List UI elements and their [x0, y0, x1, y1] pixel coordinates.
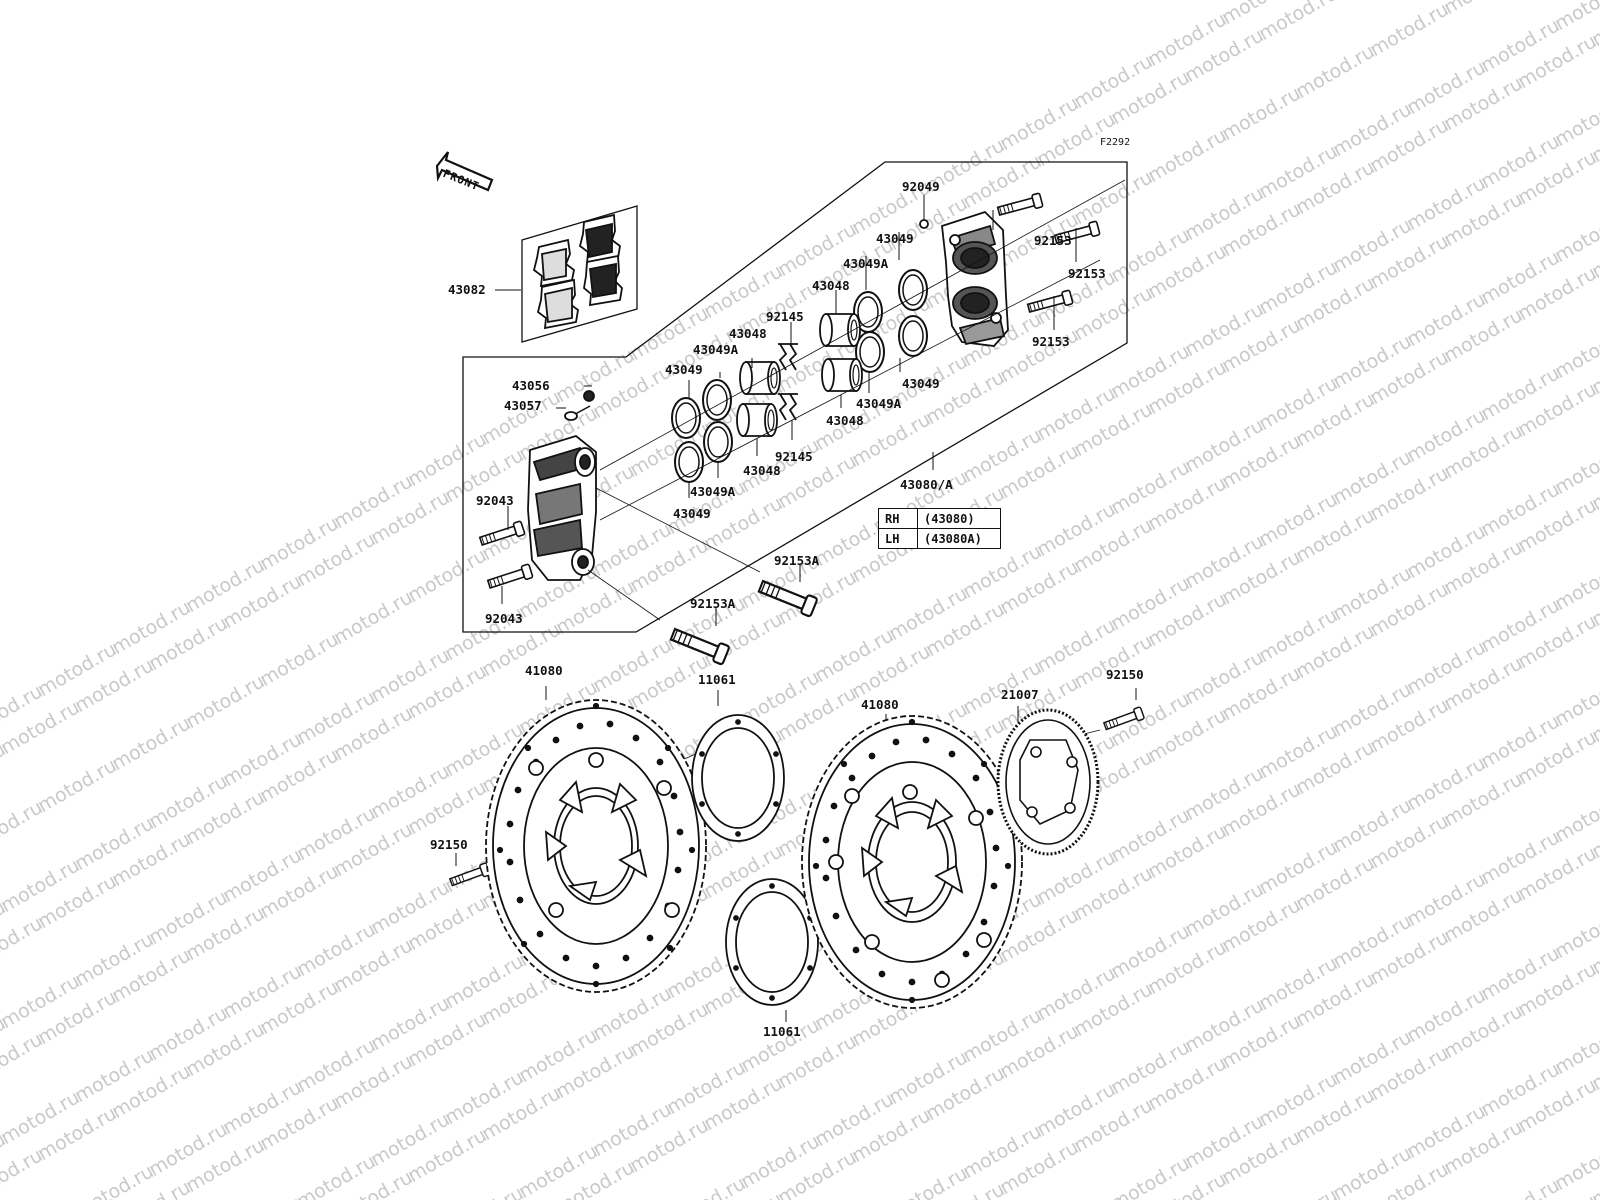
- part-label[interactable]: 92145: [775, 449, 813, 464]
- front-arrow-icon: [435, 151, 494, 192]
- variant-table: RH (43080) LH (43080A): [878, 508, 1001, 549]
- part-label[interactable]: 11061: [698, 672, 736, 687]
- part-label[interactable]: 92150: [1106, 667, 1144, 682]
- part-label[interactable]: 43049A: [690, 484, 736, 499]
- disc-gasket-icon: [691, 714, 819, 1006]
- part-label[interactable]: 92153: [1034, 233, 1072, 248]
- part-label[interactable]: 11061: [763, 1024, 801, 1039]
- brake-pads-box: [521, 205, 638, 343]
- brake-disc-left-icon: [485, 699, 707, 993]
- part-label[interactable]: 41080: [861, 697, 899, 712]
- part-label[interactable]: 43082: [448, 282, 486, 297]
- part-label[interactable]: 43048: [743, 463, 781, 478]
- caliper-left-half: [527, 390, 597, 581]
- part-label[interactable]: 41080: [525, 663, 563, 678]
- part-label[interactable]: 43048: [826, 413, 864, 428]
- part-label[interactable]: 43049A: [856, 396, 902, 411]
- part-label[interactable]: 21007: [1001, 687, 1039, 702]
- part-label[interactable]: 43049: [665, 362, 703, 377]
- part-label[interactable]: 92043: [485, 611, 523, 626]
- part-label[interactable]: 43049: [876, 231, 914, 246]
- variant-side: RH: [878, 508, 918, 529]
- brake-pads-icon: [532, 213, 623, 330]
- part-label[interactable]: 92043: [476, 493, 514, 508]
- part-label[interactable]: 43049A: [843, 256, 889, 271]
- part-label[interactable]: 92153: [1068, 266, 1106, 281]
- part-label[interactable]: 92153A: [690, 596, 736, 611]
- pad-spring-icon: [777, 343, 799, 421]
- variant-code[interactable]: (43080): [917, 508, 1001, 529]
- variant-side: LH: [878, 528, 918, 549]
- part-label[interactable]: 92145: [766, 309, 804, 324]
- caliper-bolt-icon: [478, 192, 1101, 666]
- variant-code[interactable]: (43080A): [917, 528, 1001, 549]
- part-label[interactable]: 92153: [1032, 334, 1070, 349]
- table-row: LH (43080A): [878, 528, 1001, 549]
- part-label[interactable]: 43048: [729, 326, 767, 341]
- part-label[interactable]: 92150: [430, 837, 468, 852]
- table-row: RH (43080): [878, 508, 1001, 529]
- part-label[interactable]: 92049: [902, 179, 940, 194]
- part-label[interactable]: 92153A: [774, 553, 820, 568]
- part-label[interactable]: 43080/A: [900, 477, 953, 492]
- caliper-assembly-frame: [462, 161, 1128, 633]
- caliper-right-half: [941, 210, 1009, 347]
- part-label[interactable]: 43057: [504, 398, 542, 413]
- part-label[interactable]: 43048: [812, 278, 850, 293]
- part-label[interactable]: 43049A: [693, 342, 739, 357]
- abs-rotor-icon: [996, 708, 1100, 856]
- brake-disc-right-icon: [801, 715, 1023, 1009]
- part-label[interactable]: 43049: [902, 376, 940, 391]
- part-label[interactable]: 43056: [512, 378, 550, 393]
- part-label[interactable]: 43049: [673, 506, 711, 521]
- figure-code: F2292: [1100, 137, 1131, 148]
